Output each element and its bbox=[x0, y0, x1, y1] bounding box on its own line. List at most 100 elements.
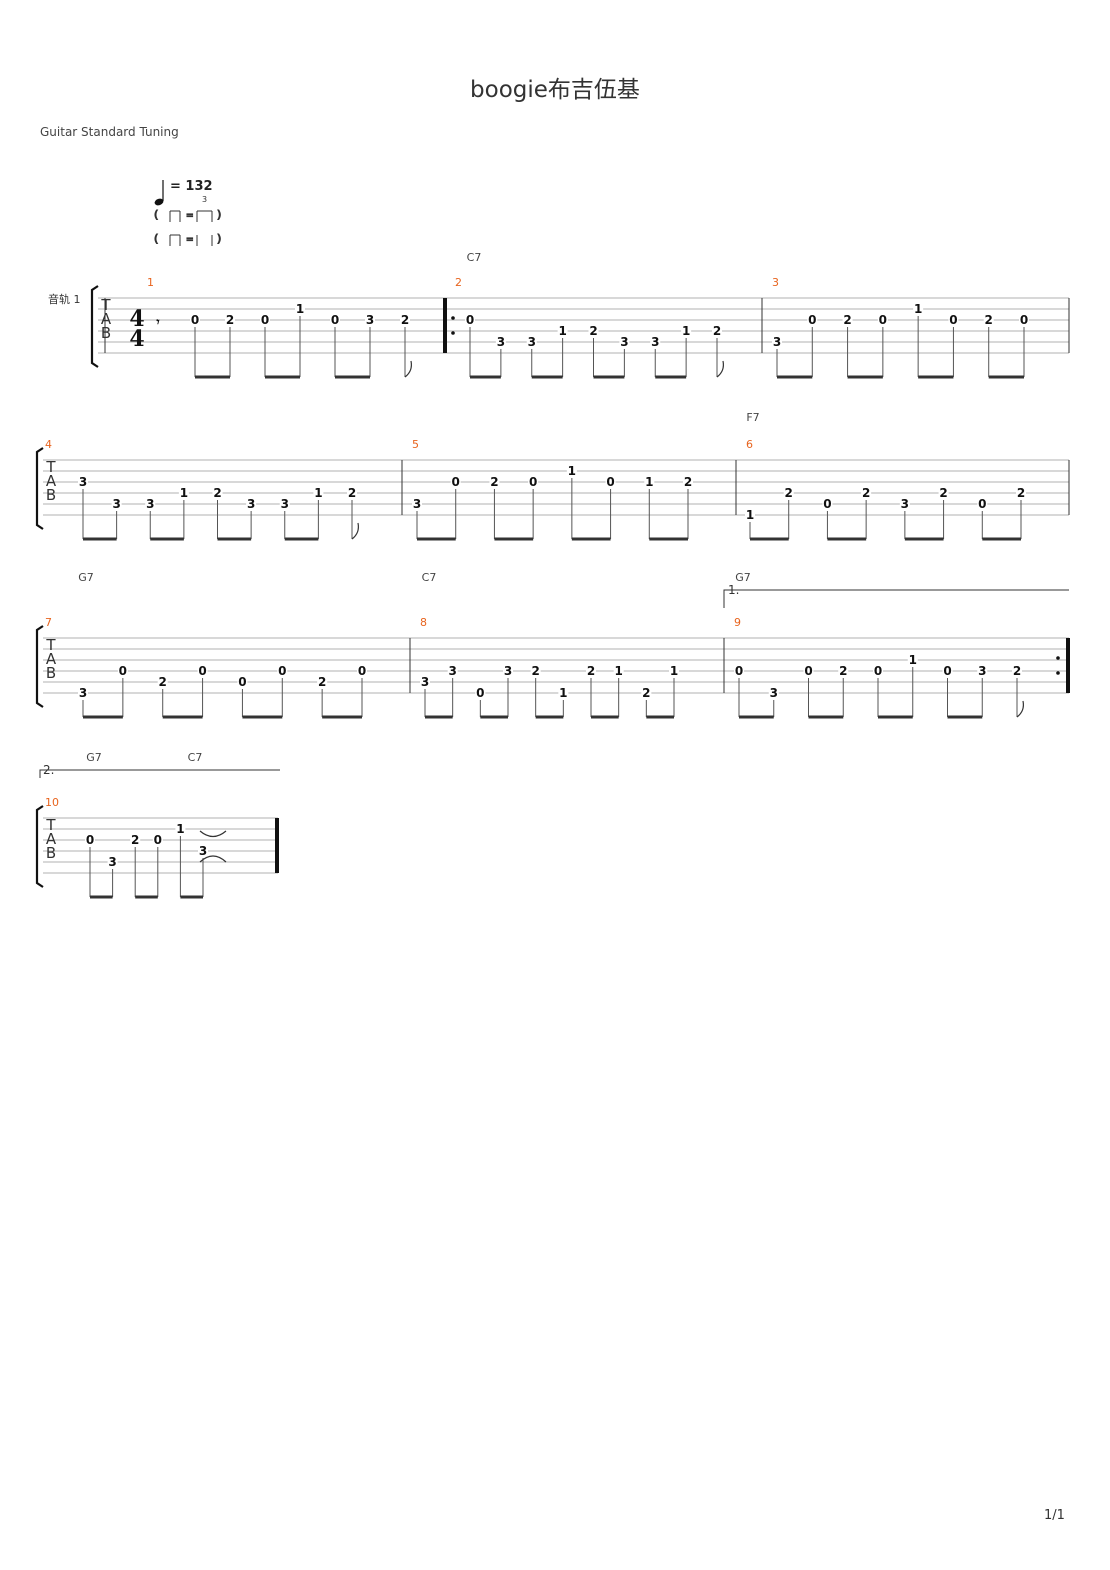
tempo-value: = 132 bbox=[170, 179, 213, 194]
measure-number: 1 bbox=[147, 276, 154, 289]
fret-background bbox=[838, 665, 849, 677]
fret-number: 0 bbox=[735, 664, 743, 678]
fret-background bbox=[768, 687, 779, 699]
fret-number: 0 bbox=[466, 313, 474, 327]
fret-number: 3 bbox=[199, 844, 207, 858]
fret-background bbox=[613, 665, 624, 677]
fret-background bbox=[942, 665, 953, 677]
svg-text:(: ( bbox=[154, 208, 158, 221]
fret-background bbox=[822, 498, 833, 510]
fret-background bbox=[420, 676, 430, 688]
fret-number: 1 bbox=[670, 664, 678, 678]
fret-number: 3 bbox=[108, 855, 116, 869]
fret-number: 2 bbox=[843, 313, 851, 327]
fret-background bbox=[842, 314, 853, 326]
fret-number: 2 bbox=[490, 475, 498, 489]
repeat-dot bbox=[1056, 671, 1060, 675]
note-flag bbox=[404, 360, 412, 378]
fret-background bbox=[152, 834, 163, 846]
fret-background bbox=[734, 665, 744, 677]
fret-background bbox=[861, 487, 872, 499]
note-flag bbox=[716, 360, 724, 378]
fret-number: 0 bbox=[358, 664, 366, 678]
fret-number: 3 bbox=[770, 686, 778, 700]
fret-background bbox=[605, 476, 616, 488]
fret-number: 2 bbox=[587, 664, 595, 678]
fret-number: 0 bbox=[154, 833, 162, 847]
fret-number: 2 bbox=[1017, 486, 1025, 500]
system-bracket bbox=[35, 447, 44, 530]
fret-number: 1 bbox=[914, 302, 922, 316]
tuning-label: Guitar Standard Tuning bbox=[40, 125, 179, 139]
fret-number: 0 bbox=[879, 313, 887, 327]
fret-background bbox=[913, 303, 924, 315]
fret-number: 3 bbox=[978, 664, 986, 678]
fret-background bbox=[557, 325, 568, 337]
volta-label: 2. bbox=[43, 763, 54, 777]
fret-number: 2 bbox=[159, 675, 167, 689]
fret-number: 0 bbox=[529, 475, 537, 489]
fret-background bbox=[357, 665, 367, 677]
fret-background bbox=[157, 676, 168, 688]
fret-number: 3 bbox=[79, 475, 87, 489]
fret-number: 2 bbox=[939, 486, 947, 500]
fret-background bbox=[107, 856, 118, 868]
measure-number: 6 bbox=[746, 438, 753, 451]
fret-number: 2 bbox=[785, 486, 793, 500]
measure-number: 9 bbox=[734, 616, 741, 629]
svg-text:): ) bbox=[217, 232, 221, 245]
fret-background bbox=[489, 476, 500, 488]
fret-number: 3 bbox=[528, 335, 536, 349]
fret-background bbox=[400, 314, 410, 326]
fret-number: 2 bbox=[531, 664, 539, 678]
fret-background bbox=[225, 314, 235, 326]
fret-number: 1 bbox=[296, 302, 304, 316]
fret-background bbox=[983, 314, 994, 326]
fret-number: 3 bbox=[651, 335, 659, 349]
fret-number: 3 bbox=[79, 686, 87, 700]
fret-number: 0 bbox=[476, 686, 484, 700]
fret-number: 3 bbox=[146, 497, 154, 511]
fret-background bbox=[279, 498, 290, 510]
fret-number: 3 bbox=[421, 675, 429, 689]
svg-text:): ) bbox=[217, 208, 221, 221]
measure-number: 3 bbox=[772, 276, 779, 289]
final-thick-bar bbox=[275, 818, 279, 873]
fret-background bbox=[1016, 487, 1026, 499]
repeat-dot bbox=[451, 316, 455, 320]
fret-background bbox=[78, 687, 88, 699]
tab-clef-letter: T bbox=[45, 636, 56, 654]
fret-number: 1 bbox=[909, 653, 917, 667]
fret-background bbox=[495, 336, 506, 348]
fret-number: 0 bbox=[331, 313, 339, 327]
measure-number: 2 bbox=[455, 276, 462, 289]
measure-number: 4 bbox=[45, 438, 52, 451]
fret-background bbox=[111, 498, 122, 510]
fret-number: 2 bbox=[985, 313, 993, 327]
fret-number: 0 bbox=[278, 664, 286, 678]
fret-number: 0 bbox=[86, 833, 94, 847]
fret-number: 0 bbox=[874, 664, 882, 678]
fret-background bbox=[641, 687, 652, 699]
fret-background bbox=[197, 665, 208, 677]
fret-background bbox=[772, 336, 782, 348]
fret-background bbox=[566, 465, 577, 477]
fret-background bbox=[650, 336, 661, 348]
fret-background bbox=[412, 498, 422, 510]
fret-number: 0 bbox=[261, 313, 269, 327]
fret-background bbox=[528, 476, 539, 488]
fret-number: 0 bbox=[606, 475, 614, 489]
fret-number: 3 bbox=[504, 664, 512, 678]
fret-background bbox=[117, 665, 128, 677]
fret-number: 2 bbox=[213, 486, 221, 500]
fret-number: 0 bbox=[198, 664, 206, 678]
system-bracket bbox=[35, 625, 44, 708]
time-signature-denominator: 4 bbox=[129, 326, 144, 352]
system-bracket bbox=[90, 285, 99, 368]
fret-background bbox=[145, 498, 156, 510]
time-signature-numerator: 4 bbox=[129, 306, 144, 332]
song-title: boogie布吉伍基 bbox=[470, 77, 640, 103]
fret-number: 2 bbox=[1013, 664, 1021, 678]
fret-background bbox=[447, 665, 458, 677]
